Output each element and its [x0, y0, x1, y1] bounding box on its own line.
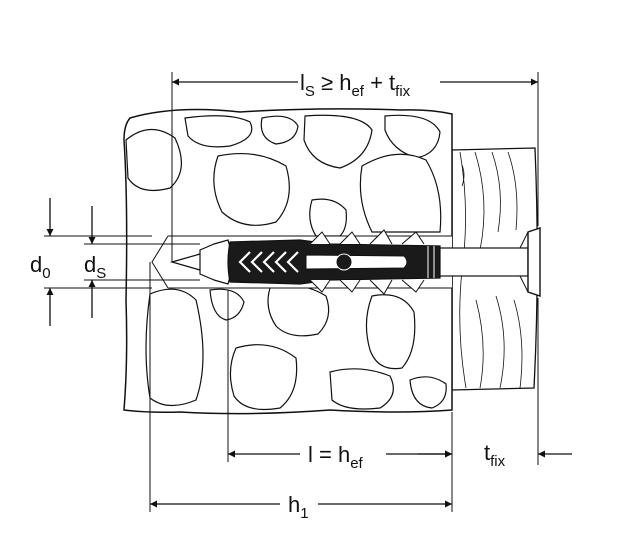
- masonry-base: [123, 108, 453, 415]
- h1-label: h1: [288, 492, 309, 522]
- dimension-ds: dS: [84, 206, 106, 318]
- ds-label: dS: [84, 252, 106, 282]
- dimension-l: l = hef: [228, 442, 452, 472]
- dimension-h1: h1: [150, 492, 452, 522]
- dimension-tfix: tfix: [418, 440, 572, 470]
- anchor-screw: [169, 227, 541, 297]
- d0-label: d0: [30, 252, 51, 282]
- ls-label: lS ≥ hef + tfix: [300, 70, 411, 100]
- l-label: l = hef: [308, 442, 364, 472]
- dimension-extension-lines: [44, 72, 539, 512]
- tfix-label: tfix: [484, 440, 506, 470]
- dimension-d0: d0: [30, 198, 54, 326]
- dimension-ls: lS ≥ hef + tfix: [172, 70, 538, 100]
